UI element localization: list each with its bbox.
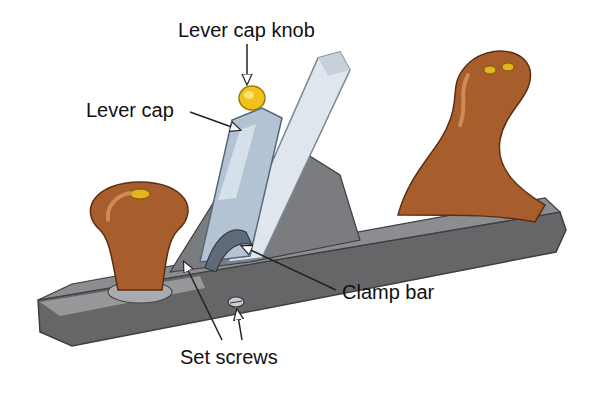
tote-highlight xyxy=(460,75,468,125)
leader-arrow xyxy=(242,246,336,290)
set-screw xyxy=(228,297,244,307)
rear-tote xyxy=(398,51,545,222)
front-knob xyxy=(90,182,188,290)
part-label: Clamp bar xyxy=(342,280,434,304)
part-label: Lever cap knob xyxy=(178,18,315,42)
tote-screw xyxy=(502,63,514,71)
lever-cap-highlight xyxy=(218,124,256,200)
knob-highlight xyxy=(244,91,254,99)
knob-screw xyxy=(130,189,150,199)
screw-slot xyxy=(230,301,242,303)
leader-arrow xyxy=(237,310,242,340)
lever-cap-knob-shape xyxy=(239,86,265,110)
part-label: Set screws xyxy=(180,345,278,369)
tote-screw xyxy=(484,66,496,74)
leader-arrow xyxy=(246,44,248,84)
leader-arrow xyxy=(184,262,222,340)
plane-iron-top xyxy=(318,52,350,76)
clamp-bar-shape xyxy=(205,230,252,272)
part-label: Lever cap xyxy=(86,98,174,122)
leader-arrow xyxy=(190,112,240,130)
knob-highlight xyxy=(108,193,130,220)
